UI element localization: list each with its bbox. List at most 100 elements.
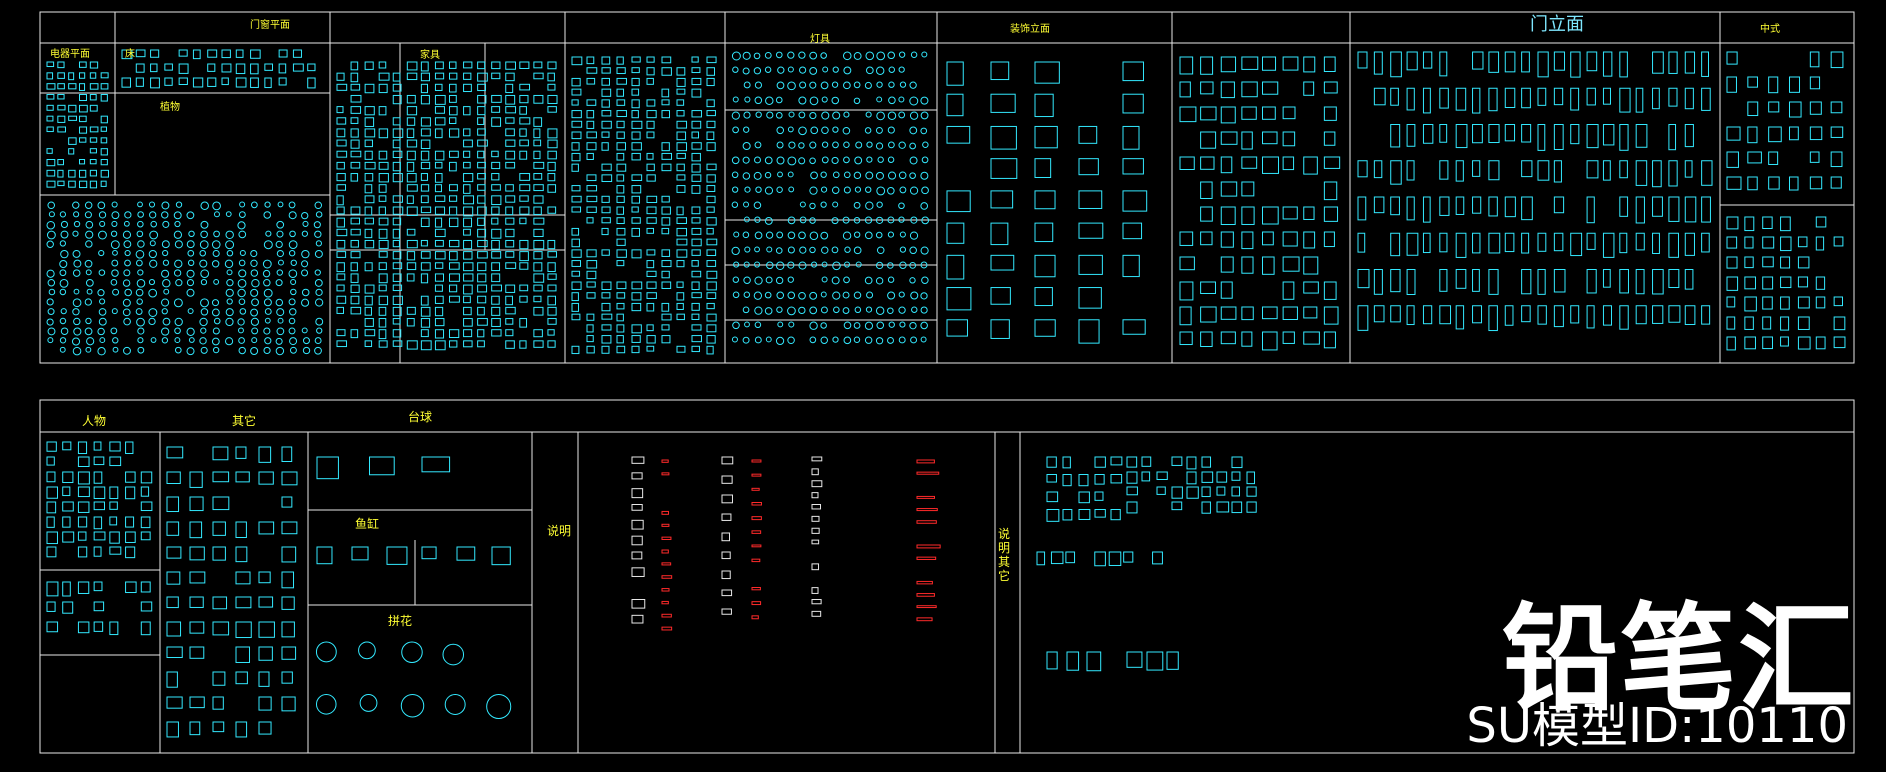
cad-symbol bbox=[406, 228, 416, 236]
cad-symbol bbox=[258, 446, 272, 463]
cad-symbol bbox=[123, 269, 131, 277]
cad-symbol bbox=[775, 261, 785, 271]
cad-symbol bbox=[742, 156, 750, 164]
cad-symbol bbox=[173, 211, 182, 220]
cad-symbol bbox=[631, 472, 643, 480]
cad-symbol bbox=[47, 308, 55, 316]
cad-symbol bbox=[68, 180, 76, 188]
cad-symbol bbox=[350, 239, 359, 248]
cad-symbol bbox=[721, 532, 731, 542]
cad-symbol bbox=[364, 284, 375, 294]
cad-symbol bbox=[875, 277, 884, 285]
cad-symbol bbox=[302, 346, 311, 355]
cad-symbol bbox=[1586, 51, 1598, 72]
cad-symbol bbox=[1034, 125, 1058, 149]
cad-symbol bbox=[187, 249, 195, 257]
cad-symbol bbox=[1833, 316, 1846, 331]
cad-symbol bbox=[1726, 76, 1737, 93]
cad-symbol bbox=[1472, 51, 1484, 70]
cad-symbol bbox=[775, 112, 783, 119]
cad-symbol bbox=[731, 201, 739, 208]
cad-symbol bbox=[1034, 190, 1056, 210]
cad-symbol bbox=[100, 180, 107, 187]
cad-symbol bbox=[547, 262, 556, 272]
cad-symbol bbox=[77, 501, 90, 513]
cad-symbol bbox=[571, 131, 582, 140]
cad-symbol bbox=[420, 273, 429, 284]
cad-symbol bbox=[920, 96, 929, 105]
cad-symbol bbox=[706, 249, 717, 257]
cad-symbol bbox=[1488, 269, 1499, 295]
cad-symbol bbox=[137, 269, 144, 276]
cad-symbol bbox=[1521, 196, 1533, 221]
cad-symbol bbox=[843, 156, 850, 164]
cad-symbol bbox=[946, 254, 965, 280]
cad-symbol bbox=[166, 696, 183, 709]
cad-symbol bbox=[225, 240, 235, 250]
cad-symbol bbox=[336, 161, 345, 170]
cad-symbol bbox=[235, 621, 252, 639]
cad-symbol bbox=[1701, 232, 1710, 253]
cad-symbol bbox=[754, 321, 762, 329]
cad-symbol bbox=[1046, 491, 1059, 503]
cad-symbol bbox=[1455, 196, 1465, 215]
cad-symbol bbox=[1078, 319, 1100, 344]
cad-symbol bbox=[434, 184, 442, 193]
cad-symbol bbox=[676, 206, 684, 216]
cad-symbol bbox=[1282, 106, 1296, 120]
cad-symbol bbox=[631, 488, 644, 499]
cad-symbol bbox=[100, 169, 109, 178]
cad-symbol bbox=[571, 281, 582, 290]
bottom-panel-title: 人物 bbox=[82, 414, 107, 428]
cad-symbol bbox=[263, 211, 272, 219]
cad-symbol bbox=[289, 230, 296, 238]
cad-symbol bbox=[350, 217, 361, 225]
cad-symbol bbox=[57, 83, 65, 90]
cad-symbol bbox=[392, 295, 403, 305]
cad-symbol bbox=[406, 262, 417, 271]
cad-symbol bbox=[898, 202, 905, 210]
cad-symbol bbox=[200, 220, 209, 229]
cad-symbol bbox=[799, 246, 807, 254]
top-panel-title-door: 门立面 bbox=[1530, 14, 1584, 35]
cad-symbol bbox=[1282, 206, 1298, 220]
cad-symbol bbox=[1241, 131, 1253, 150]
cad-symbol bbox=[631, 335, 641, 343]
cad-symbol bbox=[1789, 126, 1799, 141]
cad-symbol bbox=[519, 128, 527, 137]
cad-symbol bbox=[1668, 269, 1680, 289]
cad-symbol bbox=[288, 327, 296, 335]
cad-symbol bbox=[1078, 287, 1102, 309]
cad-symbol bbox=[661, 549, 669, 554]
cad-symbol bbox=[378, 262, 387, 271]
cad-symbol bbox=[831, 186, 840, 194]
cad-symbol bbox=[477, 61, 486, 70]
cad-symbol bbox=[1553, 305, 1564, 328]
cad-symbol bbox=[225, 337, 234, 346]
cad-symbol bbox=[898, 336, 906, 344]
cad-symbol bbox=[392, 251, 402, 260]
cad-symbol bbox=[239, 201, 246, 208]
cad-symbol bbox=[226, 269, 233, 276]
cad-symbol bbox=[364, 128, 376, 138]
cad-symbol bbox=[258, 571, 271, 584]
cad-symbol bbox=[1744, 316, 1754, 330]
cad-symbol bbox=[364, 117, 375, 127]
cad-symbol bbox=[264, 317, 271, 324]
cad-symbol bbox=[631, 174, 643, 181]
cad-symbol bbox=[57, 126, 67, 133]
cad-symbol bbox=[691, 260, 699, 267]
cad-symbol bbox=[315, 317, 324, 326]
cad-symbol bbox=[477, 195, 486, 204]
cad-symbol bbox=[809, 306, 818, 315]
cad-symbol bbox=[921, 186, 929, 195]
cad-symbol bbox=[631, 535, 643, 546]
cad-symbol bbox=[1303, 156, 1318, 175]
cad-symbol bbox=[1668, 124, 1677, 151]
cad-symbol bbox=[316, 327, 323, 334]
cad-symbol bbox=[221, 77, 229, 86]
cad-symbol bbox=[744, 321, 750, 328]
cad-symbol bbox=[1797, 276, 1809, 288]
cad-symbol bbox=[1726, 256, 1738, 269]
cad-symbol bbox=[1200, 131, 1217, 149]
